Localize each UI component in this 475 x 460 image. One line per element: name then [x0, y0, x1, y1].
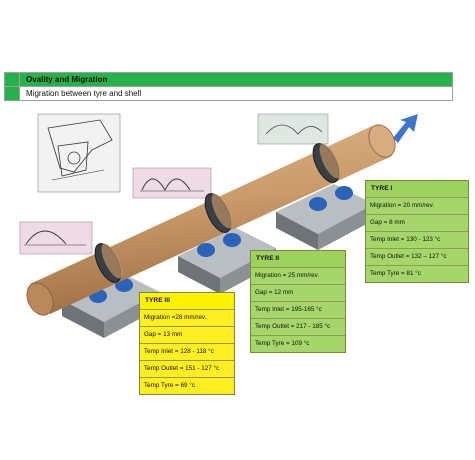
tyre-3-gap: Gap = 13 mm — [140, 326, 234, 343]
tyre-2-temp-outlet: Temp Outlet = 217 - 185 °c — [251, 318, 345, 335]
tyre-3-title: TYRE III — [145, 297, 170, 304]
tyre-1-migration: Migration = 20 mm/rev. — [366, 197, 468, 214]
tyre-1-temp-inlet: Temp Inlet = 130 - 123 °c — [366, 231, 468, 248]
header-title: Ovality and Migration — [19, 72, 453, 87]
tyre-2-temp-inlet: Temp Inlet = 195-165 °c — [251, 301, 345, 318]
roller — [89, 186, 353, 303]
tyre-2-title: TYRE II — [256, 255, 280, 262]
arrow-icon — [393, 114, 418, 143]
tyre-3-migration: Migration =28 mm/rev. — [140, 309, 234, 326]
tyre-1-gap: Gap = 8 mm — [366, 214, 468, 231]
tyre-ring — [312, 143, 341, 183]
tyre-ring — [204, 193, 233, 233]
tyre-2-gap: Gap = 12 mm — [251, 284, 345, 301]
tyre-3-temp-inlet: Temp Inlet = 128 - 118 °c — [140, 343, 234, 360]
header-table: Ovality and Migration Migration between … — [4, 72, 453, 101]
header-swatch — [4, 86, 20, 101]
tyre-1-panel: TYRE I Migration = 20 mm/rev. Gap = 8 mm… — [365, 180, 469, 283]
header-title-row: Ovality and Migration — [4, 72, 453, 87]
tyre-3-panel: TYRE III Migration =28 mm/rev. Gap = 13 … — [139, 292, 235, 395]
tyre-2-migration: Migration = 25 mm/rev. — [251, 267, 345, 284]
tyre-2-temp-tyre: Temp Tyre = 109 °c — [251, 335, 345, 352]
tyre-1-temp-tyre: Temp Tyre = 81 °c — [366, 265, 468, 282]
sketch-photo — [132, 167, 212, 199]
tyre-2-panel: TYRE II Migration = 25 mm/rev. Gap = 12 … — [250, 250, 346, 353]
tyre-1-temp-outlet: Temp Outlet = 132 – 127 °c — [366, 248, 468, 265]
tyre-1-title: TYRE I — [371, 185, 393, 192]
sketch-photo — [37, 113, 121, 193]
tyre-ring — [94, 243, 123, 283]
tyre-3-temp-tyre: Temp Tyre = 69 °c — [140, 377, 234, 394]
sketch-photo — [257, 113, 329, 145]
header-subtitle-row: Migration between tyre and shell — [4, 86, 453, 101]
sketch-photo — [19, 221, 93, 255]
tyre-3-temp-outlet: Temp Outlet = 151 - 127 °c — [140, 360, 234, 377]
header-subtitle: Migration between tyre and shell — [19, 86, 453, 101]
